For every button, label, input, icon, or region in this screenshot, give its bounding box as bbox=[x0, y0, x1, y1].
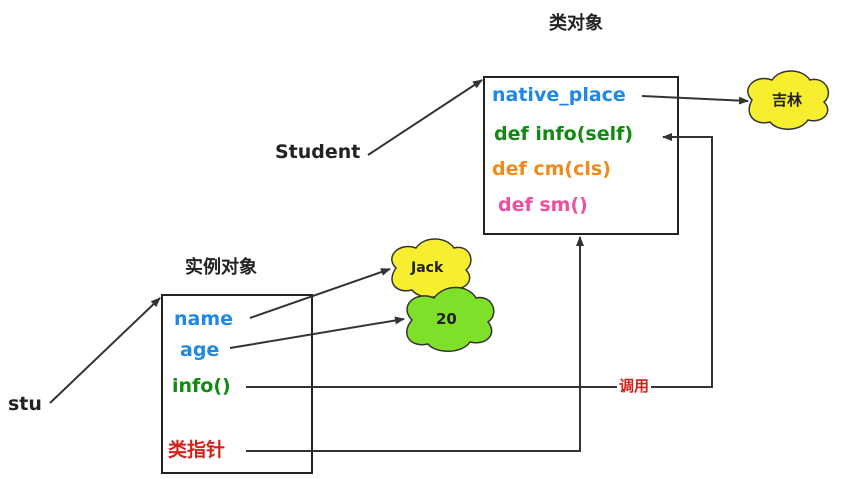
stu-to-instance-arrow bbox=[49, 297, 161, 404]
info-method-field: def info(self) bbox=[494, 123, 634, 145]
cloud-jack bbox=[391, 238, 472, 298]
class-object-box bbox=[483, 76, 679, 235]
info-call-field: info() bbox=[172, 375, 231, 397]
cloud-twenty bbox=[406, 286, 495, 352]
call-label: 调用 bbox=[617, 377, 652, 395]
native-place-to-jilin-arrow bbox=[641, 95, 749, 105]
cloud-jilin bbox=[747, 70, 830, 130]
info-call-arrow bbox=[246, 133, 713, 388]
name-field: name bbox=[174, 308, 234, 330]
jilin-value: 吉林 bbox=[772, 91, 803, 109]
age-to-twenty-arrow bbox=[229, 316, 405, 349]
stu-label: stu bbox=[8, 393, 42, 415]
class-pointer-arrow bbox=[246, 236, 584, 452]
jack-value: Jack bbox=[411, 260, 444, 276]
class-object-title: 类对象 bbox=[549, 13, 603, 34]
instance-object-title: 实例对象 bbox=[185, 257, 257, 278]
class-pointer-field: 类指针 bbox=[168, 439, 226, 461]
cm-method-field: def cm(cls) bbox=[492, 158, 611, 180]
sm-method-field: def sm() bbox=[498, 194, 588, 216]
age-field: age bbox=[180, 339, 220, 361]
twenty-value: 20 bbox=[436, 310, 457, 328]
student-label: Student bbox=[275, 141, 361, 163]
name-to-jack-arrow bbox=[249, 268, 391, 319]
student-to-class-arrow bbox=[367, 79, 483, 156]
instance-object-box bbox=[161, 294, 313, 474]
native-place-field: native_place bbox=[492, 84, 626, 106]
